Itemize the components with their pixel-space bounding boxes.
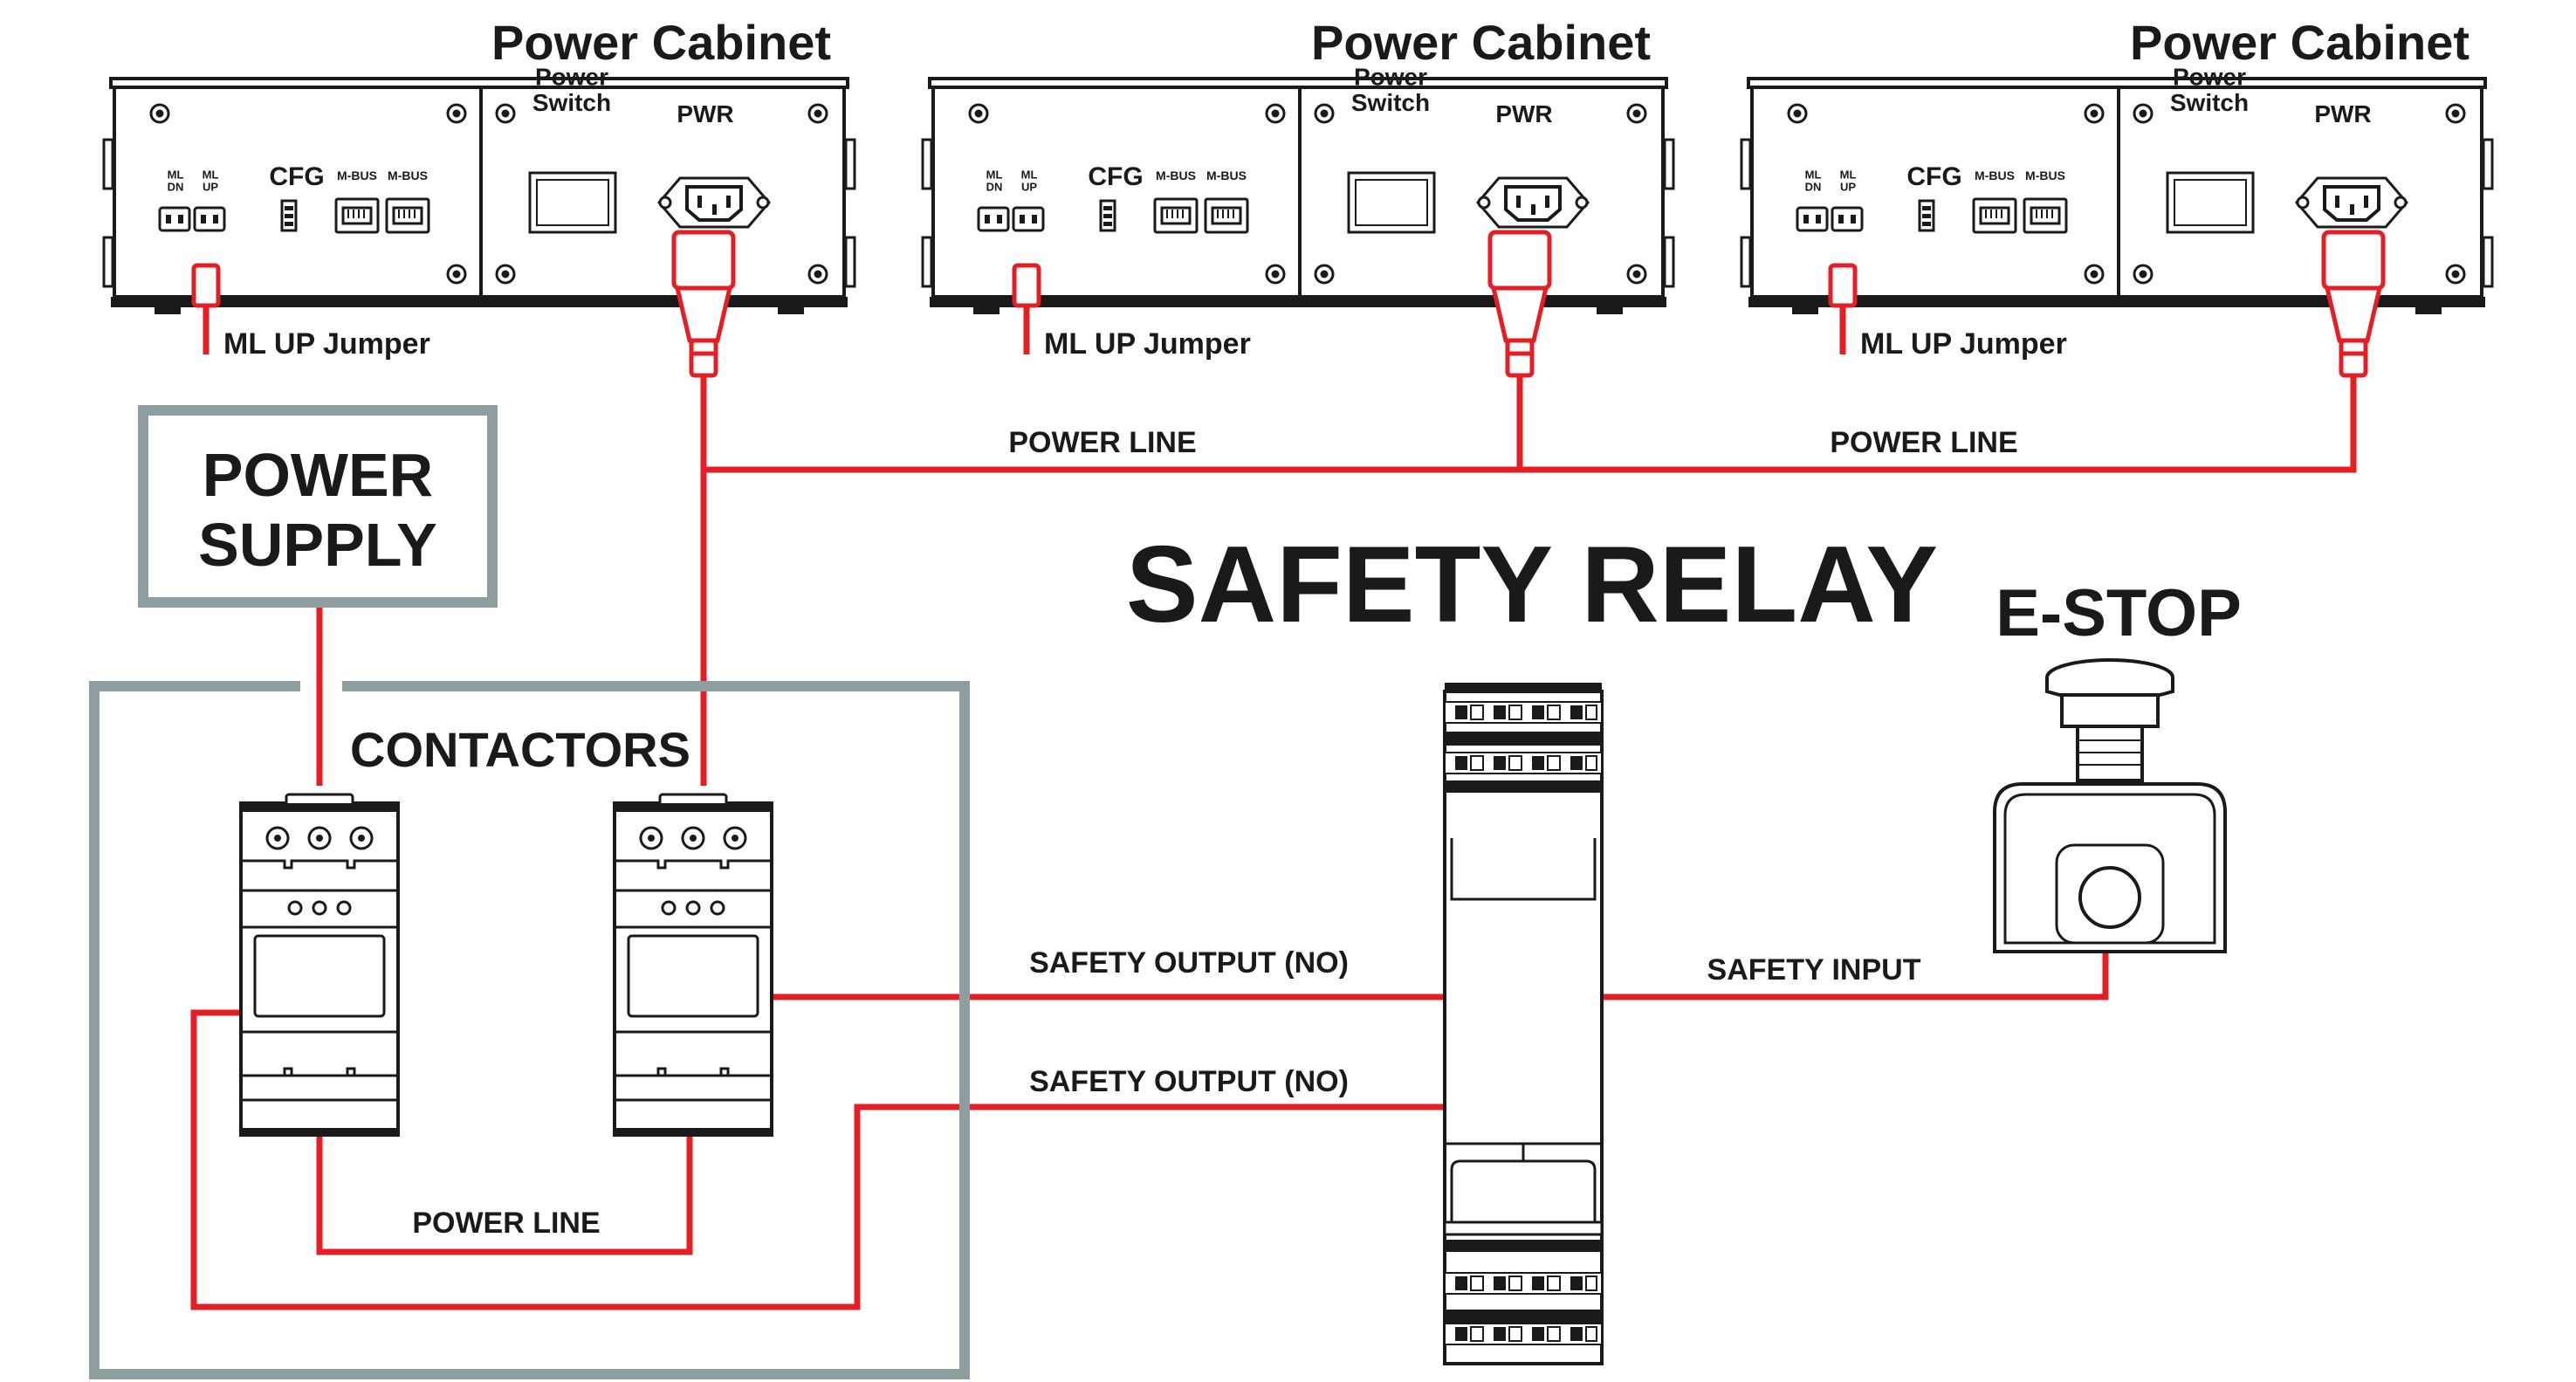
ml-up-jumper-1 (191, 263, 221, 308)
iec-plug-3 (2321, 230, 2386, 378)
m-bus-label-2: M-BUS (1206, 168, 1247, 182)
m-bus-label-2: M-BUS (2025, 168, 2065, 182)
iec-plug-2 (1487, 230, 1552, 378)
m-bus-label-1: M-BUS (1156, 168, 1196, 182)
safety-output-2-wire (190, 1009, 1445, 1310)
contactors-enclosure: CONTACTORS (89, 681, 970, 1379)
safety-output-label-2: SAFETY OUTPUT (NO) (1029, 1065, 1349, 1098)
power-line-cabinets (700, 375, 2357, 473)
contactor-2 (613, 793, 773, 1138)
m-bus-label-1: M-BUS (1975, 168, 2015, 182)
power-line-label-bottom: POWER LINE (412, 1207, 600, 1240)
safety-output-label-1: SAFETY OUTPUT (NO) (1029, 946, 1349, 980)
cabinet-3-title: Power Cabinet (2130, 15, 2470, 70)
wires (190, 293, 2357, 1310)
pwr-label: PWR (1495, 100, 1552, 127)
cfg-label: CFG (1906, 162, 1961, 191)
pwr-label: PWR (2314, 100, 2371, 127)
power-supply-label-1: POWER (203, 441, 433, 509)
safety-relay-label: SAFETY RELAY (1126, 525, 1938, 645)
power-line-label-1: POWER LINE (1008, 426, 1196, 459)
iec-plugs (671, 230, 2386, 378)
m-bus-label-1: M-BUS (337, 168, 377, 182)
power-line-between-contactors (316, 1133, 693, 1255)
ml-up-jumper-label-2: ML UP Jumper (1044, 327, 1251, 361)
power-supply: POWER SUPPLY (138, 405, 498, 608)
safety-relay (1443, 683, 1604, 1365)
power-supply-label-2: SUPPLY (198, 511, 437, 579)
ml-up-jumper-label-1: ML UP Jumper (223, 327, 430, 361)
ml-up-jumper-2 (1012, 263, 1041, 308)
ml-up-jumpers (191, 263, 1858, 308)
cfg-label: CFG (269, 162, 324, 191)
cabinet-2-title: Power Cabinet (1311, 15, 1651, 70)
ml-up-jumper-label-3: ML UP Jumper (1860, 327, 2067, 361)
estop-label: E-STOP (1996, 576, 2242, 650)
emergency-stop-button-icon (1993, 658, 2227, 953)
cabinet-1-title: Power Cabinet (491, 15, 831, 70)
safety-input-label: SAFETY INPUT (1707, 953, 1921, 987)
m-bus-label-2: M-BUS (388, 168, 428, 182)
ml-up-jumper-3 (1828, 263, 1858, 308)
iec-plug-1 (671, 230, 736, 378)
pwr-label: PWR (677, 100, 733, 127)
power-line-label-2: POWER LINE (1830, 426, 2017, 459)
contactors-label: CONTACTORS (350, 722, 690, 777)
contactor-1 (239, 793, 400, 1138)
cfg-label: CFG (1088, 162, 1143, 191)
